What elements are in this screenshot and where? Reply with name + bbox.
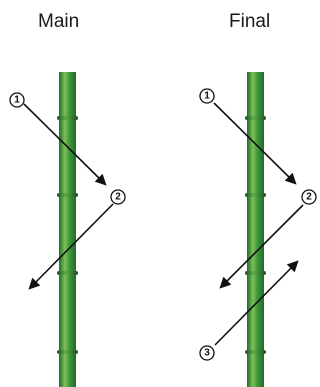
- numbered-circle-icon: [301, 189, 317, 205]
- stalk-node: [57, 271, 78, 275]
- panel-title-main: Main: [38, 11, 80, 32]
- numbered-circle-icon: [9, 92, 25, 108]
- step-number: 1: [204, 91, 210, 102]
- stroke-arrow-3-up: [214, 260, 299, 346]
- stalk-node: [57, 116, 78, 120]
- step-number: 1: [14, 95, 20, 106]
- stalk-node: [57, 193, 78, 197]
- step-marker-final-2: 2: [301, 189, 317, 205]
- stroke-arrow-2-down: [219, 204, 304, 289]
- step-marker-final-1: 1: [199, 88, 215, 104]
- numbered-circle-icon: [110, 189, 126, 205]
- stroke-arrow-1-to-2: [213, 102, 297, 185]
- stalk-node: [245, 116, 266, 120]
- stalk-node: [57, 350, 78, 354]
- stalk-node: [245, 193, 266, 197]
- stroke-arrow-2-down: [28, 203, 114, 290]
- step-number: 2: [115, 192, 121, 203]
- numbered-circle-icon: [199, 345, 215, 361]
- stalk-node: [245, 350, 266, 354]
- numbered-circle-icon: [199, 88, 215, 104]
- step-number: 2: [306, 192, 312, 203]
- stalk-node: [245, 271, 266, 275]
- bamboo-stalk-final: [245, 72, 266, 387]
- step-marker-main-2: 2: [110, 189, 126, 205]
- stroke-arrow-1-to-2: [23, 103, 107, 186]
- step-marker-main-1: 1: [9, 92, 25, 108]
- bamboo-stalk-main: [57, 72, 78, 387]
- step-marker-final-3: 3: [199, 345, 215, 361]
- panel-title-final: Final: [229, 11, 271, 32]
- step-number: 3: [204, 348, 210, 359]
